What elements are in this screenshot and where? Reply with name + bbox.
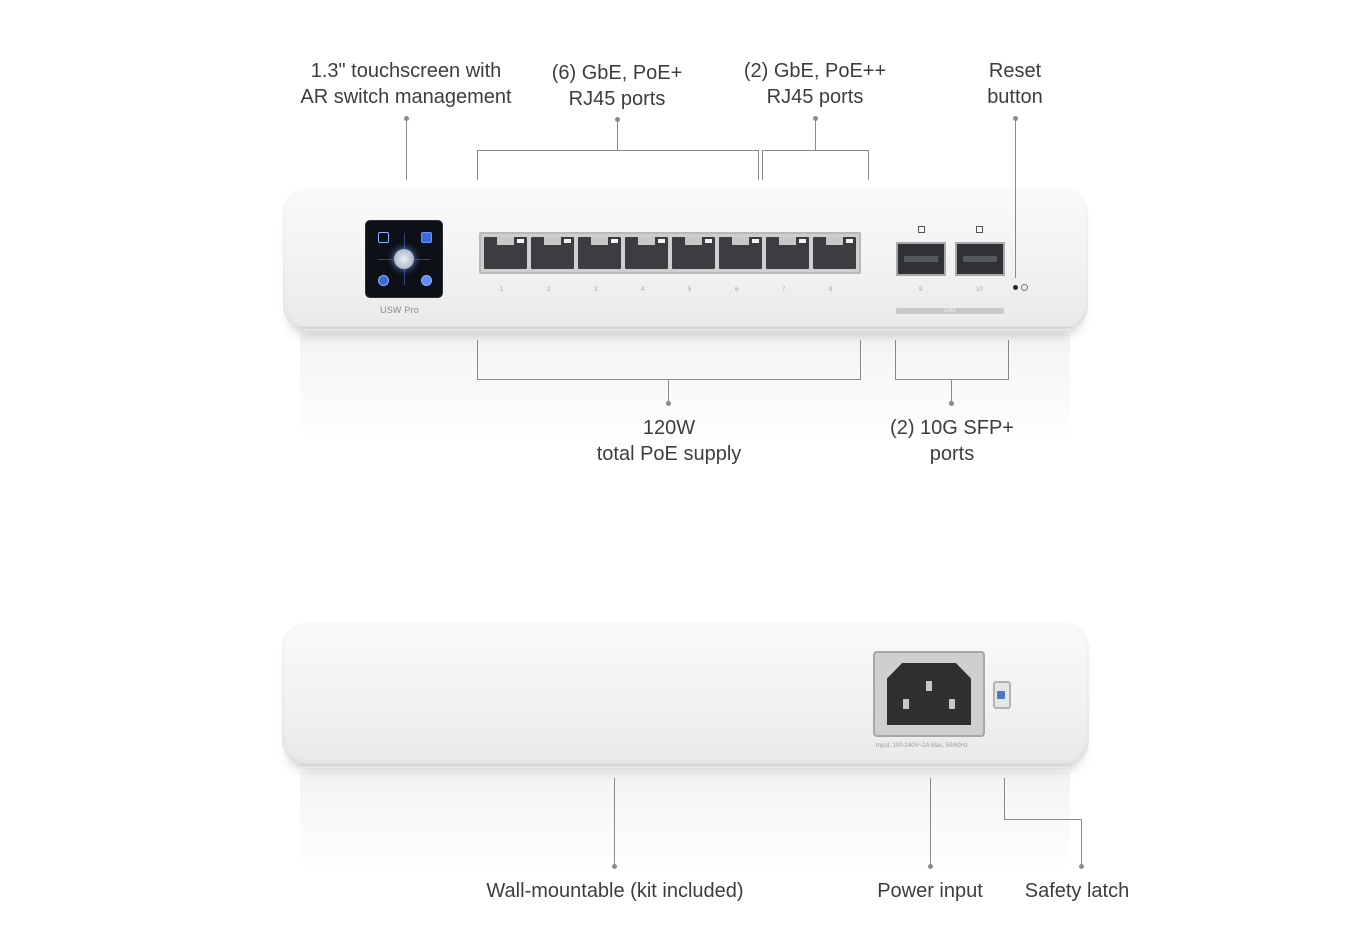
- rj45-port: [719, 237, 762, 269]
- rj45-port: [766, 237, 809, 269]
- sfp-number: 9: [919, 287, 923, 293]
- rj45-port-bank: [479, 232, 861, 274]
- sfp-led: [918, 226, 925, 233]
- port-number: 3: [594, 287, 598, 293]
- reset-icon: [1021, 284, 1028, 291]
- port-number: 2: [547, 287, 551, 293]
- callout-safety-latch: Safety latch: [1024, 880, 1130, 902]
- port-number: 1: [500, 287, 504, 293]
- switch-back-edge: [300, 764, 1072, 768]
- port-number: 7: [782, 287, 786, 293]
- power-socket-icon: [887, 663, 971, 725]
- port-number: 6: [735, 287, 739, 293]
- sfp-number: 10: [976, 287, 983, 293]
- port-number: 5: [688, 287, 692, 293]
- sfp-port: [955, 242, 1005, 276]
- rj45-port: [578, 237, 621, 269]
- callout-gbe-poe-plus: (6) GbE, PoE+RJ45 ports: [551, 62, 683, 110]
- rj45-port: [625, 237, 668, 269]
- safety-latch-icon: [997, 691, 1005, 699]
- power-input-bay: [873, 651, 985, 737]
- port-number: 8: [829, 287, 833, 293]
- back-reflection: [300, 772, 1070, 872]
- reset-button: [1013, 285, 1018, 290]
- switch-front-edge: [300, 327, 1072, 331]
- rj45-port: [672, 237, 715, 269]
- callout-sfp: (2) 10G SFP+ports: [890, 417, 1014, 465]
- sfp-speed-bar: [896, 308, 1004, 314]
- power-rating: Input: 100-240V~2A Max, 50/60Hz: [876, 743, 968, 749]
- callout-wall-mount: Wall-mountable (kit included): [486, 880, 744, 902]
- sfp-bar-label: 10G: [944, 308, 956, 314]
- port-number: 4: [641, 287, 645, 293]
- callout-gbe-poe-plusplus: (2) GbE, PoE++RJ45 ports: [743, 60, 887, 108]
- rj45-port: [531, 237, 574, 269]
- sfp-port: [896, 242, 946, 276]
- callout-power-input: Power input: [877, 880, 983, 902]
- rj45-port: [484, 237, 527, 269]
- touchscreen-display-icon: [365, 220, 443, 298]
- brand-label: USW Pro: [380, 305, 419, 315]
- safety-latch: [993, 681, 1011, 709]
- front-reflection: [300, 334, 1070, 444]
- sfp-led: [976, 226, 983, 233]
- rj45-port: [813, 237, 856, 269]
